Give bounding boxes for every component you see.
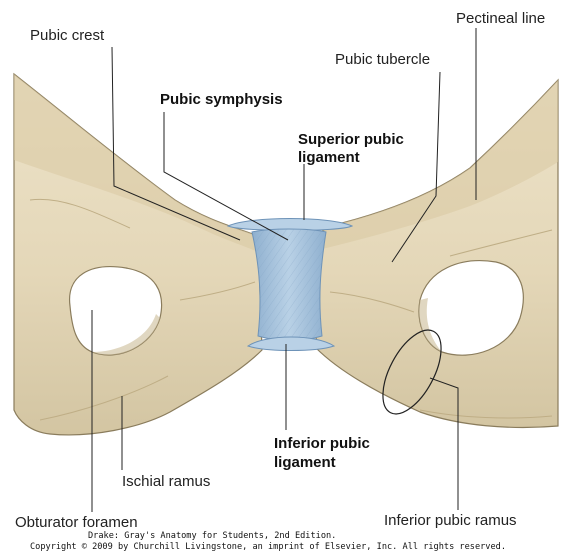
label-pubic-tubercle: Pubic tubercle bbox=[335, 51, 430, 68]
label-obturator-foramen: Obturator foramen bbox=[15, 514, 138, 531]
label-pectineal-line: Pectineal line bbox=[456, 10, 545, 27]
credit-line-2: Copyright © 2009 by Churchill Livingston… bbox=[30, 542, 506, 553]
pubic-symphysis-disc bbox=[252, 229, 326, 341]
label-superior-pubic-ligament-line1: Superior pubic bbox=[298, 131, 404, 148]
label-pubic-crest: Pubic crest bbox=[30, 27, 104, 44]
label-superior-pubic-ligament-line2: ligament bbox=[298, 149, 360, 166]
label-pubic-symphysis: Pubic symphysis bbox=[160, 91, 283, 108]
left-hip-bone bbox=[14, 74, 262, 435]
credit-line-1: Drake: Gray's Anatomy for Students, 2nd … bbox=[88, 531, 336, 542]
label-inferior-pubic-ramus: Inferior pubic ramus bbox=[384, 512, 517, 529]
label-inferior-pubic-ligament-line2: ligament bbox=[274, 454, 336, 471]
label-inferior-pubic-ligament-line1: Inferior pubic bbox=[274, 435, 370, 452]
label-ischial-ramus: Ischial ramus bbox=[122, 473, 210, 490]
